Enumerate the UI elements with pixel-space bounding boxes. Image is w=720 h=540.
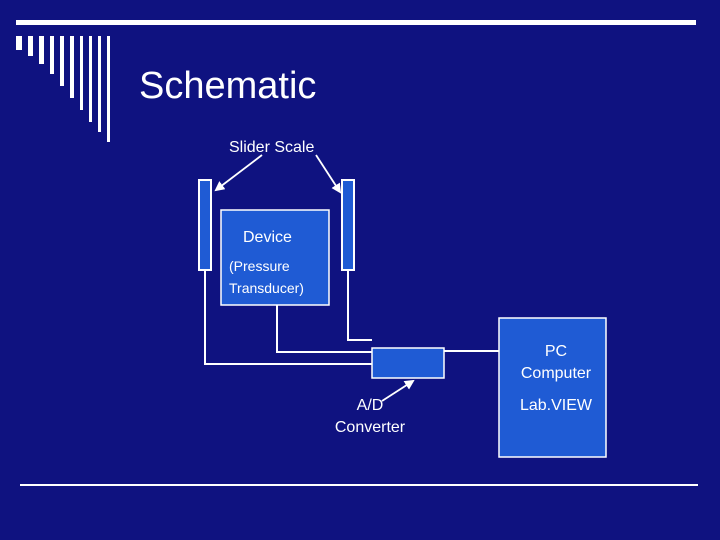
- bottom-rule: [20, 484, 698, 486]
- arrows: [214, 154, 415, 402]
- right-slider-bar: [341, 179, 355, 271]
- slide-title: Schematic: [139, 65, 317, 107]
- decorative-bars: [16, 36, 110, 142]
- top-rule: [16, 20, 696, 25]
- left-slider-bar: [198, 179, 212, 271]
- device-sub-line2: Transducer): [229, 280, 304, 296]
- labview-label: Lab.VIEW: [519, 397, 593, 414]
- ad-converter-box: [371, 347, 445, 379]
- pc-label-line1: PC: [544, 343, 568, 360]
- wire-device-to-ad: [276, 305, 372, 353]
- wire-right-slider-to-ad: [347, 270, 372, 341]
- pc-label-line2: Computer: [520, 365, 592, 382]
- ad-label-line1: A/D: [356, 397, 384, 414]
- slider-scale-label: Slider Scale: [229, 139, 315, 156]
- arrow-to-left-slider: [214, 154, 263, 192]
- ad-label-line2: Converter: [334, 419, 406, 436]
- arrow-to-right-slider: [315, 154, 342, 194]
- pc-computer-box: [498, 317, 607, 458]
- device-label: Device: [243, 229, 292, 246]
- connection-wires: [204, 270, 499, 365]
- device-box: [220, 209, 330, 306]
- wire-left-slider-to-ad: [204, 270, 372, 365]
- arrow-to-ad-converter: [381, 379, 415, 402]
- device-sub-line1: (Pressure: [229, 258, 290, 274]
